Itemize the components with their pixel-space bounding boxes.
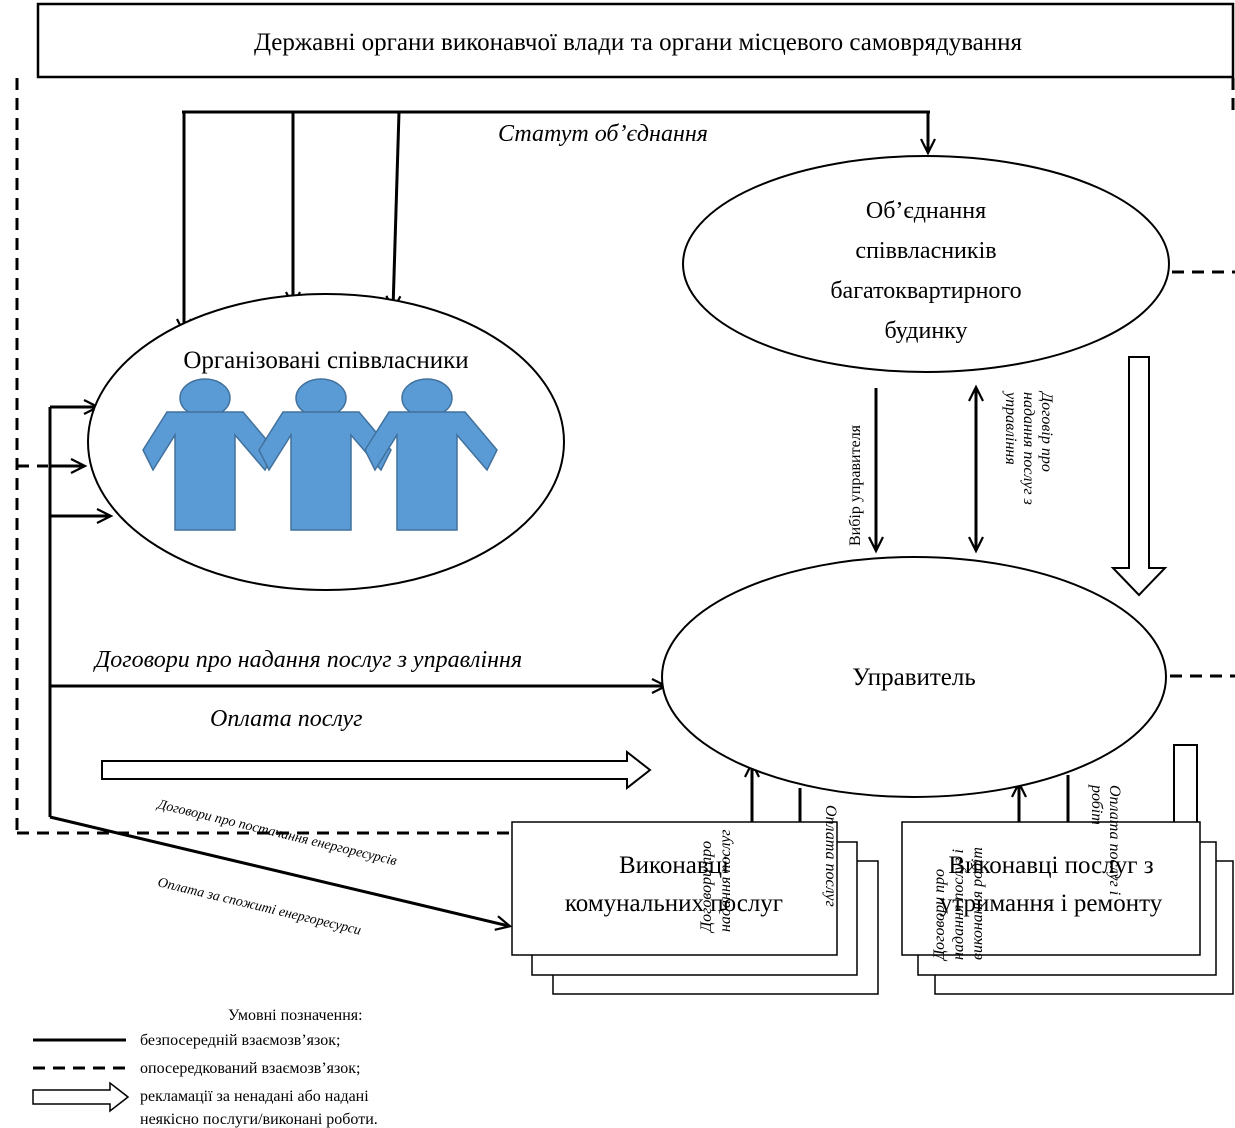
legend-solid-text: безпосередній взаємозв’язок;: [140, 1032, 340, 1049]
stack-sheet-1: [511, 821, 838, 956]
indirect-connections: [15, 78, 1235, 835]
works-contract-label: Договори про надання послуг і виконання …: [931, 847, 986, 962]
co-owners-label: Організовані співвласники: [183, 347, 468, 374]
government-title: Державні органи виконавчої влади та орга…: [254, 29, 1023, 56]
people-figures-icon: [142, 378, 498, 531]
co-owners-node: Організовані співвласники: [87, 293, 565, 591]
legend-title: Умовні позначення:: [228, 1007, 363, 1024]
legend: Умовні позначення: безпосередній взаємоз…: [32, 1007, 378, 1128]
association-line-2: співвласників: [855, 238, 996, 264]
association-ellipse: [682, 155, 1170, 373]
stack-sheet-1: [901, 821, 1201, 956]
manager-node: Управитель: [661, 556, 1167, 798]
association-node: Об’єднання співвласників багатоквартирно…: [682, 155, 1170, 373]
legend-arrow-text-2: неякісно послуги/виконані роботи.: [140, 1111, 378, 1128]
person-figure-icon: [142, 378, 276, 531]
government-box-frame: [36, 2, 1235, 79]
charter-label: Статут об’єднання: [498, 121, 708, 147]
energy-arrow: [49, 815, 513, 931]
charter-arrow-3: [385, 111, 402, 313]
manager-label: Управитель: [852, 664, 976, 691]
mgmt-contract-label-line-3: управління: [1002, 390, 1019, 465]
utility-providers-line-2: комунальних послуг: [565, 890, 783, 917]
utility-contract-label-line-1: Договори про: [698, 841, 715, 934]
maintenance-providers-line-1: Виконавці послуг з: [948, 852, 1153, 879]
works-payment-label-line-1: Оплата послуг і: [1106, 785, 1123, 895]
government-box: Державні органи виконавчої влади та орга…: [36, 2, 1235, 79]
maintenance-providers-line-2: утримання і ремонту: [940, 890, 1163, 917]
association-line-4: будинку: [884, 318, 967, 344]
legend-hollow-arrow-sample: [32, 1081, 130, 1113]
payment-label: Оплата послуг: [210, 706, 363, 732]
utility-contract-label: Договори про надання послуг: [698, 829, 734, 934]
works-payment-label-line-2: робіт: [1088, 784, 1105, 825]
mgmt-contract-label-line-1: Договір про: [1038, 390, 1055, 472]
legend-dashed-text: опосередкований взаємозв’язок;: [140, 1060, 360, 1077]
person-figure-icon: [364, 378, 498, 531]
association-line-3: багатоквартирного: [830, 278, 1021, 304]
hollow-arrow-payment: [101, 749, 652, 791]
works-contract-label-line-1: Договори про: [931, 869, 948, 962]
utility-contract-label-line-2: надання послуг: [717, 829, 734, 932]
manager-ellipse: [661, 556, 1167, 798]
utility-providers-line-1: Виконавці: [619, 852, 729, 879]
mgmt-contracts-label: Договори про надання послуг з управління: [93, 647, 522, 673]
association-line-1: Об’єднання: [866, 198, 986, 224]
maintenance-providers-node: Виконавці послуг з утримання і ремонту: [901, 821, 1234, 995]
works-payment-label: Оплата послуг і робіт: [1088, 784, 1123, 895]
legend-arrow-text-1: рекламації за ненадані або надані: [140, 1088, 369, 1105]
choose-manager-label: Вибір управителя: [847, 424, 864, 546]
utility-payment-label: Оплата послуг: [822, 805, 839, 907]
works-contract-label-line-2: надання послуг і: [950, 849, 967, 960]
mgmt-contract-label: Договір про надання послуг з управління: [1002, 390, 1055, 505]
utility-providers-node: Виконавці комунальних послуг: [511, 821, 879, 995]
person-figure-icon: [258, 378, 392, 531]
mgmt-contract-label-line-2: надання послуг з: [1020, 392, 1037, 505]
works-contract-label-line-3: виконання робіт: [969, 847, 986, 960]
hollow-arrow-association: [1110, 356, 1168, 597]
